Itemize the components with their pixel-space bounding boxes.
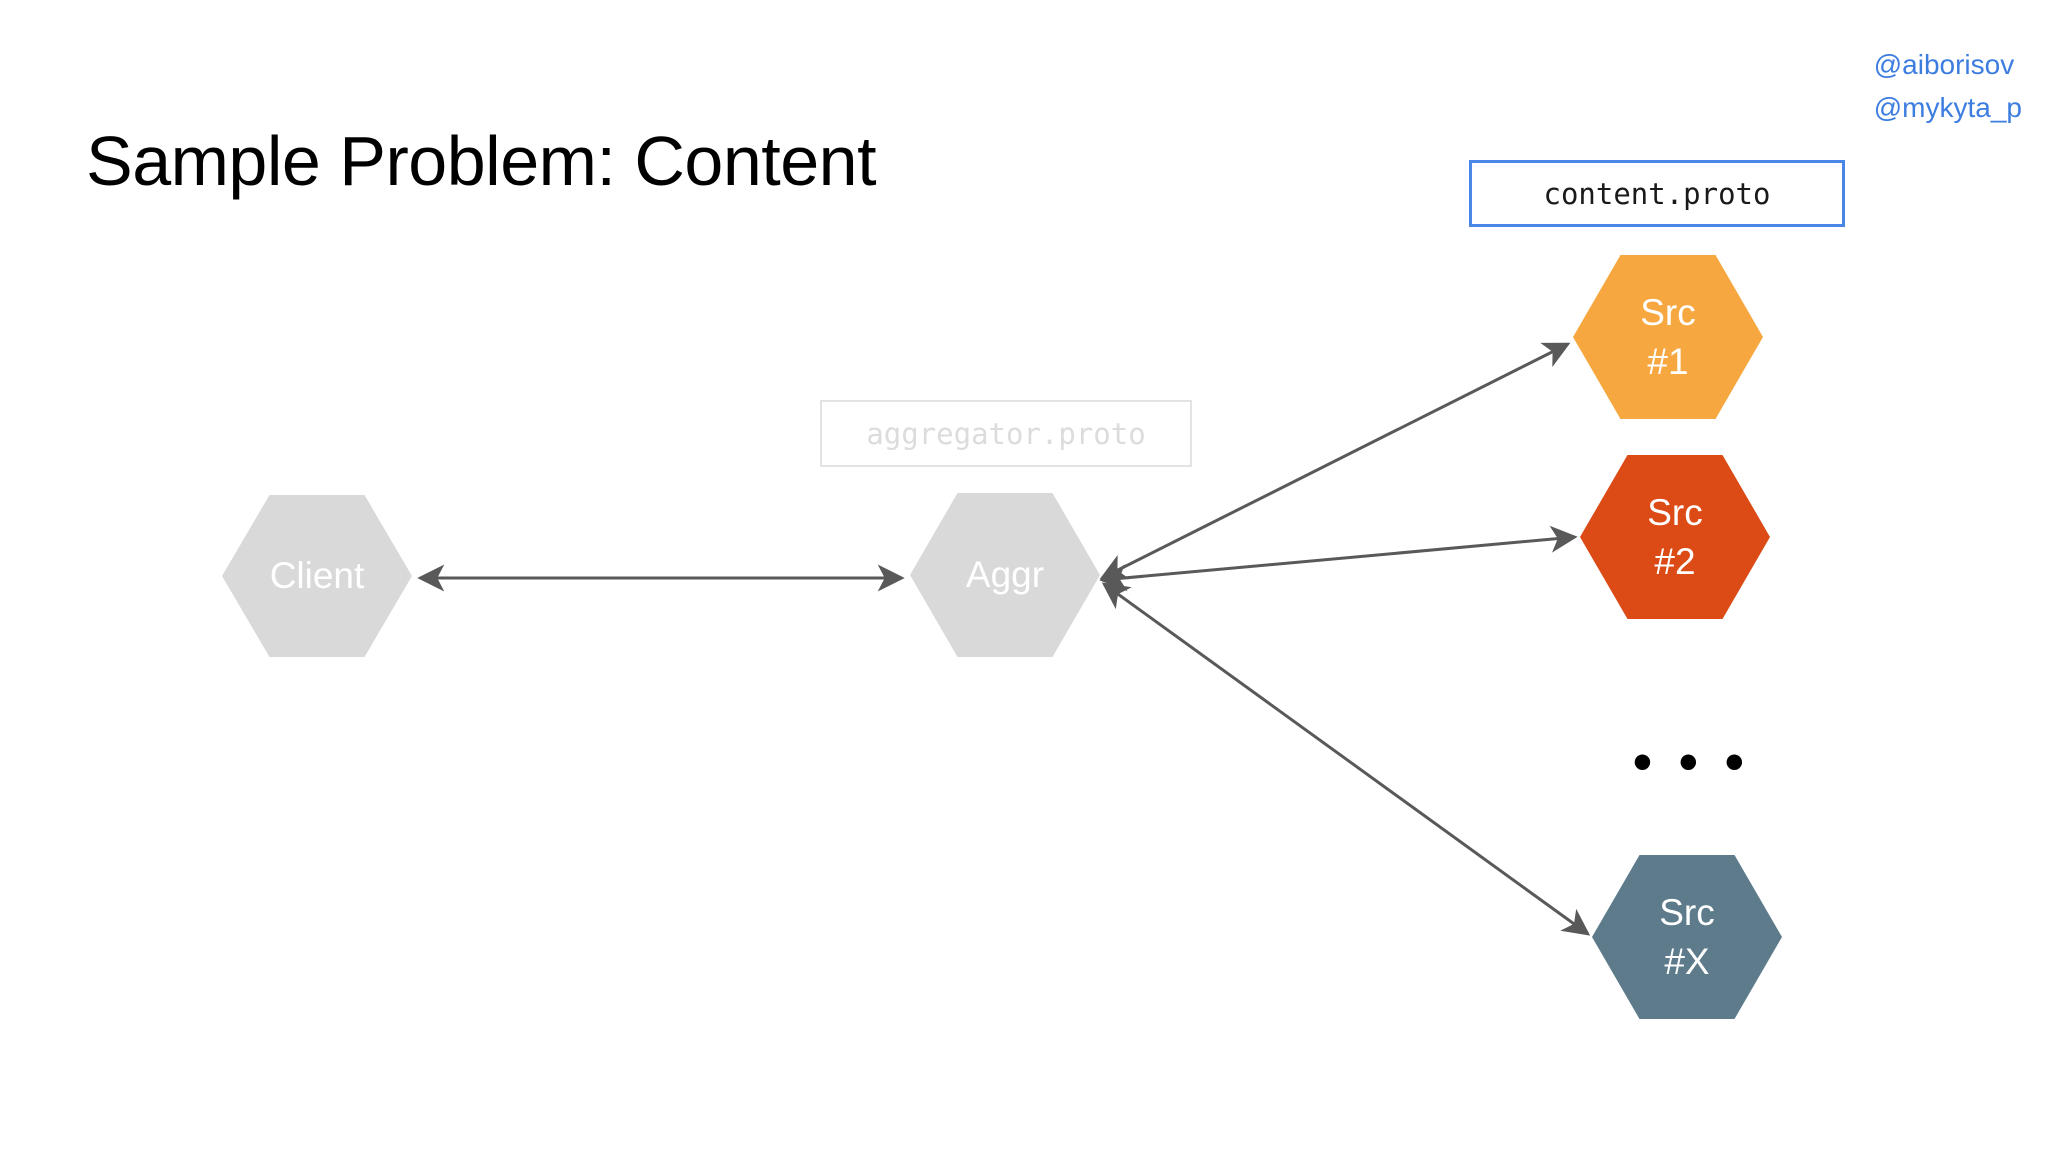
page-title: Sample Problem: Content — [86, 122, 877, 200]
content-proto-label: content.proto — [1543, 176, 1771, 211]
node-src-x[interactable]: Src #X — [1592, 855, 1782, 1019]
edge-aggr-src2 — [1099, 525, 1578, 592]
node-src-1[interactable]: Src #1 — [1573, 255, 1763, 419]
node-client-label: Client — [269, 555, 365, 597]
author-handles: @aiborisov @mykyta_p — [1874, 44, 2022, 129]
node-src-x-label-line2: #X — [1664, 941, 1710, 982]
node-src-1-label-line1: Src — [1640, 291, 1696, 333]
node-client[interactable]: Client — [222, 495, 412, 657]
node-aggr-label: Aggr — [965, 554, 1045, 596]
handle-mykyta-p[interactable]: @mykyta_p — [1873, 91, 2022, 123]
node-src-2[interactable]: Src #2 — [1580, 455, 1770, 619]
handle-aiborisov[interactable]: @aiborisov — [1873, 49, 2015, 80]
aggregator-proto-box[interactable]: aggregator.proto — [820, 400, 1192, 467]
aggregator-proto-label: aggregator.proto — [866, 416, 1146, 451]
node-src-1-label-line2: #1 — [1647, 341, 1689, 382]
edge-aggr-srcx — [1101, 582, 1591, 936]
ellipsis-more-sources: • • • — [1633, 732, 1750, 792]
content-proto-box[interactable]: content.proto — [1469, 160, 1845, 227]
node-src-2-label-line1: Src — [1647, 491, 1703, 533]
node-src-2-label-line2: #2 — [1654, 541, 1696, 582]
node-src-x-label-line1: Src — [1659, 891, 1715, 933]
node-aggr[interactable]: Aggr — [910, 493, 1100, 657]
